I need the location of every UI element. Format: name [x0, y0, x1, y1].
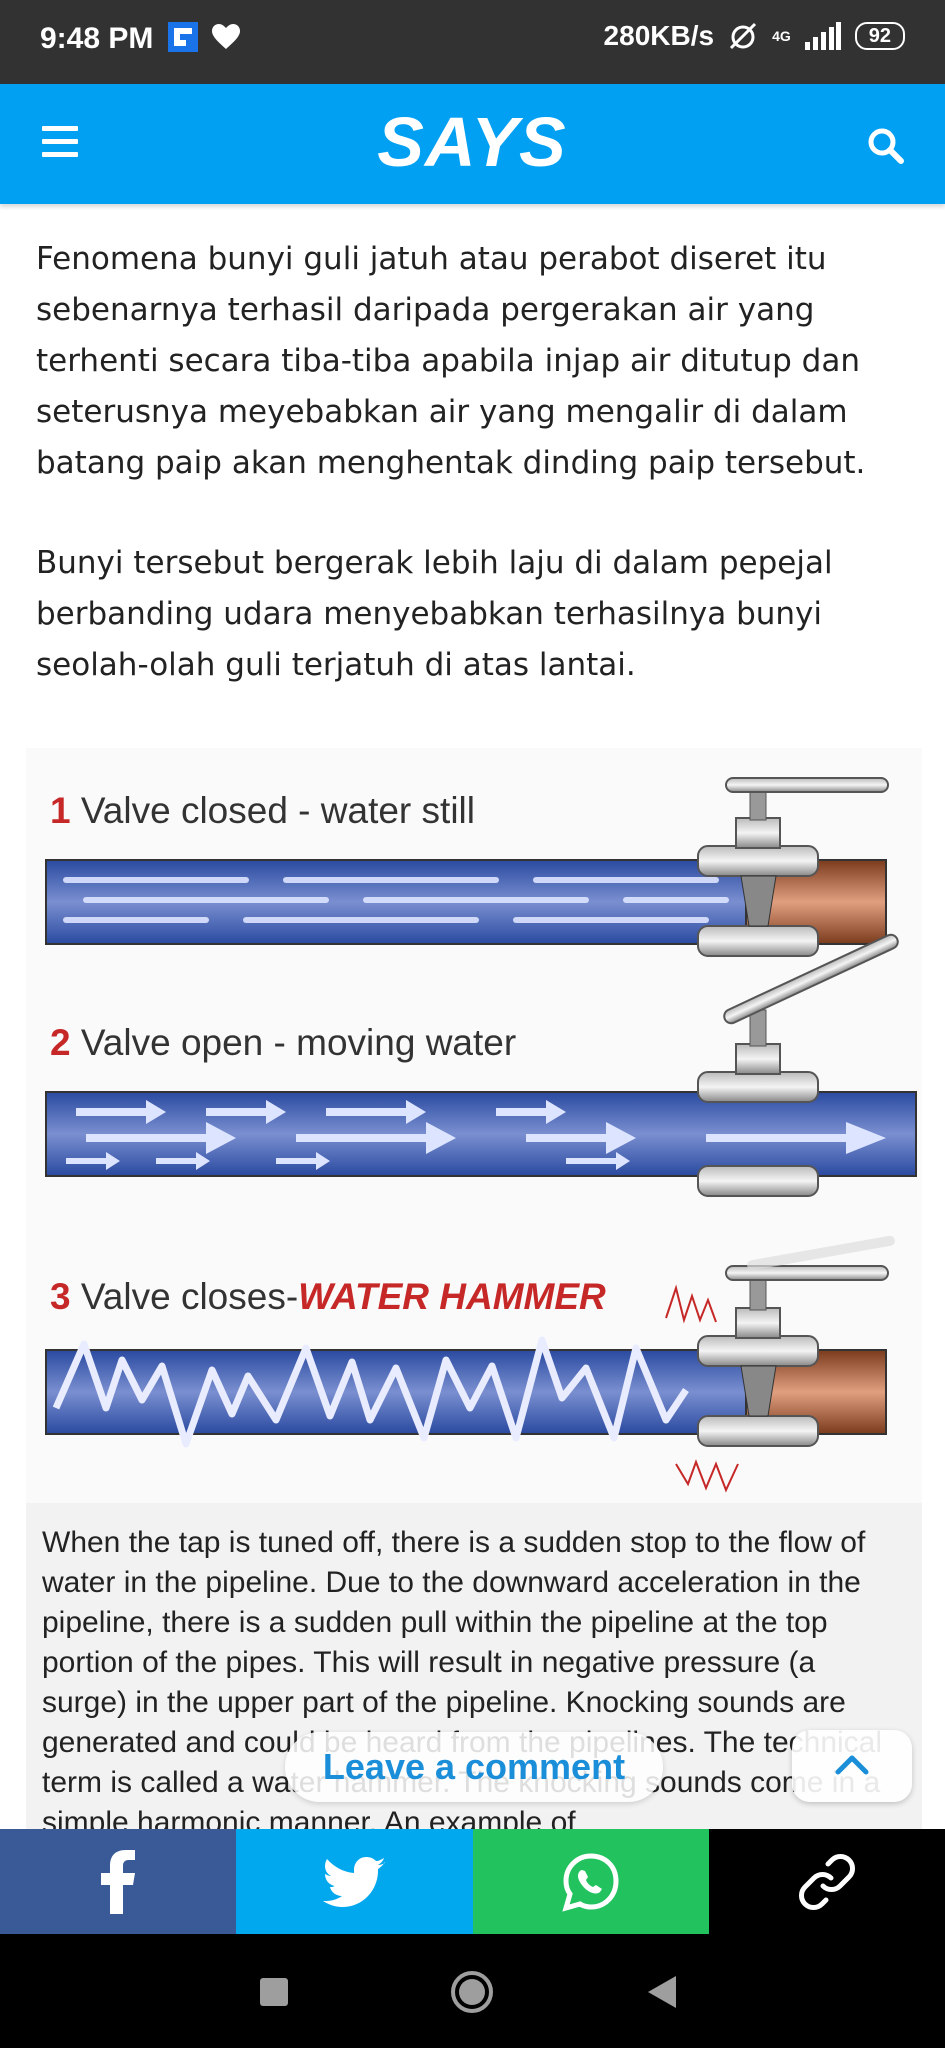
chevron-up-icon — [835, 1755, 869, 1775]
share-twitter-button[interactable] — [236, 1829, 473, 1934]
hamburger-icon — [42, 126, 78, 131]
diagram-step-3: 3 Valve closes-WATER HAMMER — [50, 1276, 606, 1317]
facebook-icon — [101, 1849, 136, 1914]
search-button[interactable] — [866, 126, 906, 166]
link-icon — [798, 1853, 855, 1910]
status-bar: 9:48 PM 280KB/s 4G 92 — [0, 0, 945, 84]
search-icon — [868, 128, 904, 164]
leave-comment-button[interactable]: Leave a comment — [285, 1732, 663, 1802]
copy-link-button[interactable] — [708, 1829, 945, 1934]
says-logo[interactable]: SAYS — [377, 103, 567, 181]
share-whatsapp-button[interactable] — [472, 1829, 709, 1934]
system-nav-bar — [0, 1934, 945, 2048]
diagram-illustration — [26, 748, 922, 1508]
diagram-step-1: 1 Valve closed - water still — [50, 790, 475, 831]
network-speed: 280KB/s — [603, 20, 715, 51]
recent-apps-icon[interactable] — [260, 1978, 288, 2006]
signal-icon — [804, 22, 841, 50]
article-paragraph: Bunyi tersebut bergerak lebih laju di da… — [36, 545, 833, 683]
network-type: 4G — [772, 28, 791, 44]
twitter-icon — [323, 1856, 386, 1907]
share-bar — [0, 1829, 945, 1934]
share-facebook-button[interactable] — [0, 1829, 237, 1934]
article-paragraph: Fenomena bunyi guli jatuh atau perabot d… — [36, 241, 866, 481]
app-notification-icon — [168, 22, 198, 52]
battery-indicator: 92 — [854, 22, 905, 50]
status-time: 9:48 PM — [40, 22, 154, 55]
diagram-step-2: 2 Valve open - moving water — [50, 1022, 517, 1063]
diagram-caption: When the tap is tuned off, there is a su… — [26, 1503, 922, 1831]
water-hammer-diagram: 1 Valve closed - water still 2 Valve ope… — [26, 748, 922, 1831]
heart-icon — [212, 24, 240, 49]
site-header: SAYS — [0, 84, 945, 204]
whatsapp-icon — [561, 1852, 619, 1912]
menu-button[interactable] — [42, 126, 78, 162]
back-icon[interactable] — [648, 1976, 676, 2008]
scroll-to-top-button[interactable] — [792, 1730, 912, 1802]
home-icon[interactable] — [450, 1970, 494, 2014]
mute-alarm-icon — [730, 22, 757, 50]
